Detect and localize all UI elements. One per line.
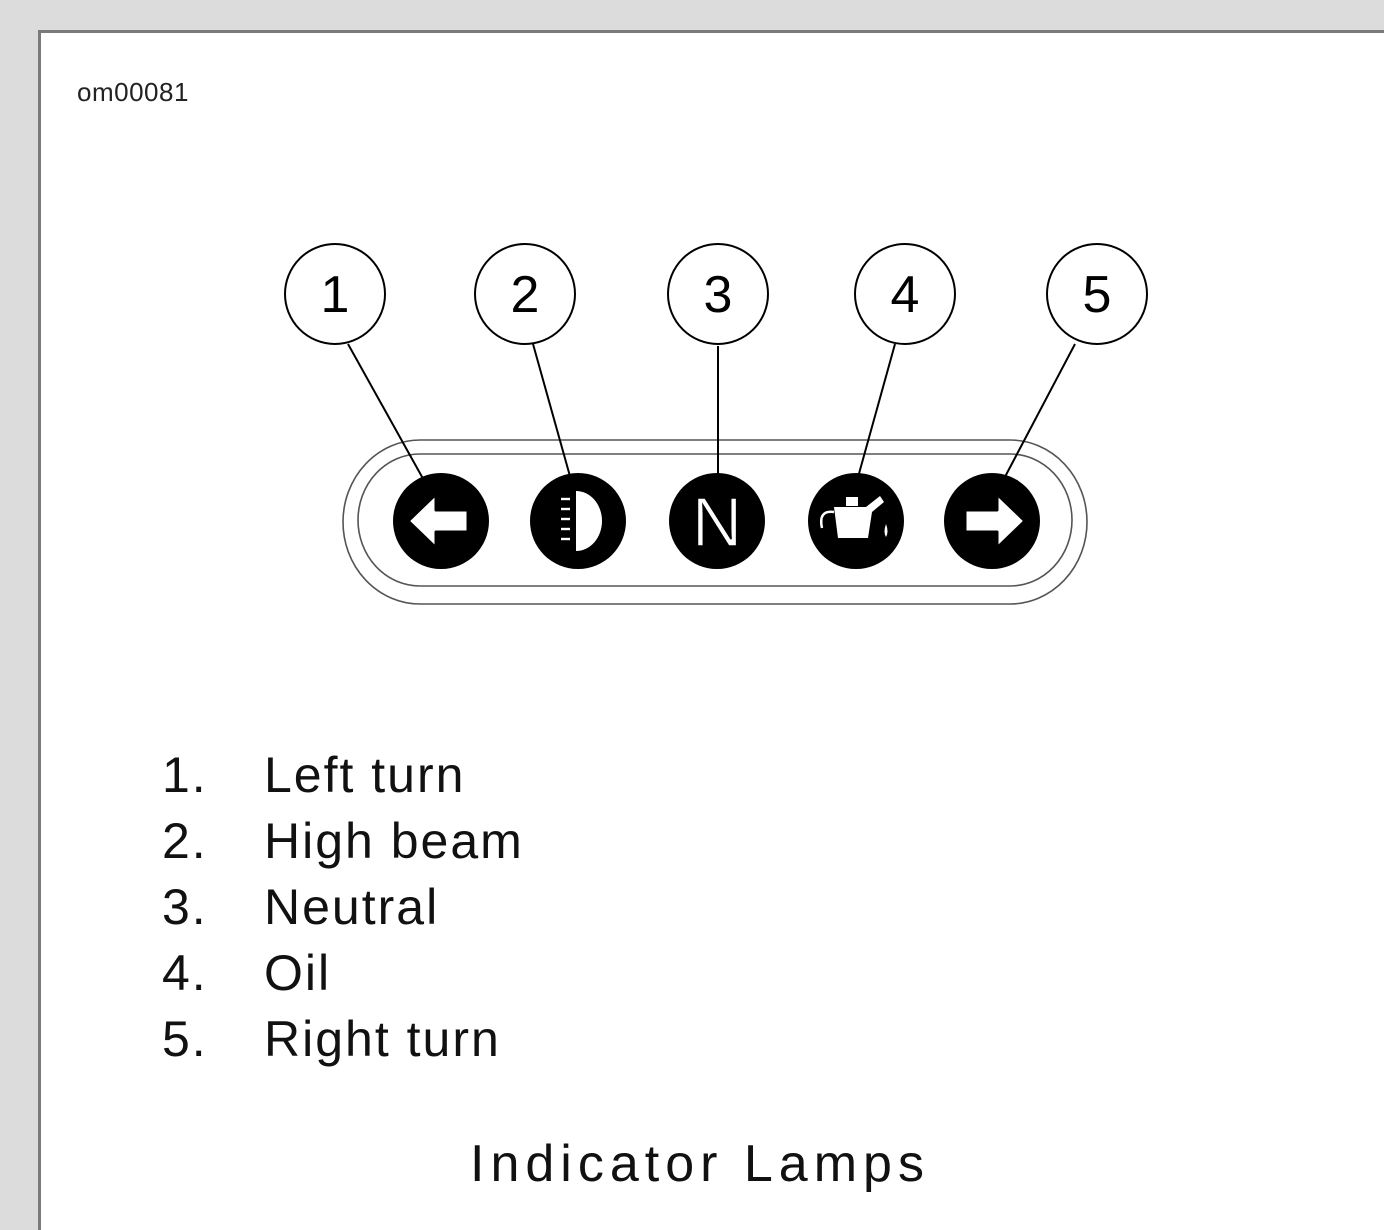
legend-number: 4. [162, 945, 208, 1001]
callout-number: 5 [1083, 266, 1112, 324]
legend-item-left-turn: 1. Left turn [162, 748, 524, 814]
callout-number: 4 [891, 266, 920, 324]
left-turn-arrow-icon [393, 473, 489, 569]
leader-line-1 [347, 343, 432, 494]
callout-4: 4 [854, 243, 956, 345]
indicator-diagram: 1 2 3 4 5 [284, 243, 1148, 605]
callout-number: 2 [511, 266, 540, 324]
callouts: 1 2 3 4 5 [284, 243, 1148, 345]
high-beam-icon [530, 473, 626, 569]
legend-number: 5. [162, 1011, 208, 1067]
legend-text: Neutral [264, 879, 440, 935]
legend-text: Oil [264, 945, 332, 1001]
neutral-symbol: N [692, 483, 743, 561]
legend-number: 1. [162, 747, 208, 803]
legend-item-right-turn: 5. Right turn [162, 1012, 524, 1078]
bezel-outer [342, 439, 1088, 605]
bezel-inner [357, 453, 1073, 587]
figure-id: om00081 [77, 77, 189, 107]
legend-text: High beam [264, 813, 524, 869]
legend-text: Left turn [264, 747, 466, 803]
legend-number: 2. [162, 813, 208, 869]
legend-item-high-beam: 2. High beam [162, 814, 524, 880]
legend-number: 3. [162, 879, 208, 935]
leader-line-2 [532, 343, 574, 488]
callout-2: 2 [474, 243, 576, 345]
callout-5: 5 [1046, 243, 1148, 345]
leader-line-4 [854, 343, 896, 489]
legend-list: 1.Left turn 2.High beam 3.Neutral 4.Oil … [162, 748, 524, 1078]
callout-number: 3 [704, 266, 733, 324]
legend-text: Right turn [264, 1011, 501, 1067]
neutral-icon: N [669, 473, 765, 569]
callout-1: 1 [284, 243, 386, 345]
callout-number: 1 [321, 266, 350, 324]
leader-line-5 [996, 343, 1076, 493]
callout-3: 3 [667, 243, 769, 345]
figure-caption: Indicator Lamps [470, 1135, 930, 1193]
oil-can-icon [808, 473, 904, 569]
right-turn-arrow-icon [944, 473, 1040, 569]
figure-frame [38, 30, 1384, 1230]
indicator-bezel [342, 439, 1088, 605]
legend-item-neutral: 3. Neutral [162, 880, 524, 946]
leader-lines [347, 343, 1076, 494]
legend-item-oil: 4. Oil [162, 946, 524, 1012]
